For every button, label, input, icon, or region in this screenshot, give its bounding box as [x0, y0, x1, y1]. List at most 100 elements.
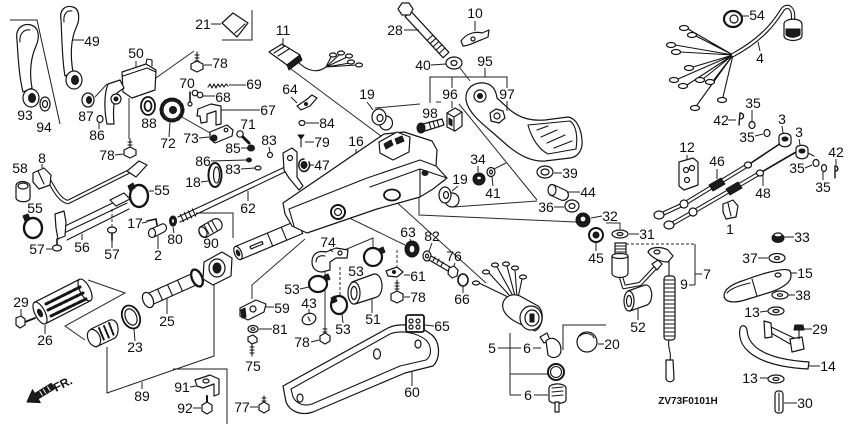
part-61-clip [385, 266, 404, 278]
callout-19: 19 [452, 171, 468, 187]
callout-76: 76 [446, 248, 462, 264]
guide-line-handle-to-63 [340, 213, 406, 246]
part-71-bolt [236, 130, 251, 145]
part-40-washer [445, 56, 463, 70]
guide-line-50-to-87 [94, 83, 108, 98]
part-16-tiller-handle [282, 131, 448, 234]
part-83-clip [254, 165, 262, 171]
part-34-nut [472, 172, 486, 186]
connector-collar [286, 54, 303, 71]
bolt-head [247, 334, 258, 345]
key-fob-body [548, 383, 567, 404]
handle-body [282, 131, 448, 234]
callout-32: 32 [602, 208, 618, 224]
callout-16: 16 [348, 133, 364, 149]
handle-mount-nut [421, 170, 429, 176]
part-15-lever [723, 269, 792, 303]
block-edges [446, 111, 463, 132]
lanyard-clip [665, 359, 675, 383]
callout-98: 98 [422, 105, 438, 121]
block-slot [448, 117, 453, 127]
leader-line-91 [189, 385, 197, 388]
clamp-tab [323, 273, 331, 282]
callout-46: 46 [709, 153, 725, 169]
clamp-tab [378, 246, 386, 255]
callout-71: 71 [240, 116, 256, 132]
part-5-main-switch [471, 261, 543, 332]
callout-35: 35 [739, 129, 755, 145]
lever-pad-edge [726, 278, 758, 297]
callout-88: 88 [141, 115, 157, 131]
callout-50: 50 [128, 45, 144, 61]
bolt-thread [426, 34, 446, 54]
part-50-friction-bracket [104, 58, 157, 125]
leader-line-3 [798, 138, 801, 146]
part-3-ball-joint [795, 144, 815, 160]
leader-line-78 [310, 339, 320, 343]
grommet-bore [408, 244, 416, 254]
housing-core [212, 262, 222, 274]
bolt-head [236, 130, 244, 138]
callout-53: 53 [284, 281, 300, 297]
part-33-nut [771, 232, 785, 243]
callout-14: 14 [820, 358, 836, 374]
leader-line-32 [590, 215, 603, 219]
part-9-lanyard [663, 260, 676, 383]
callout-86: 86 [195, 153, 211, 169]
callout-81: 81 [272, 321, 288, 337]
callout-84: 84 [319, 115, 335, 131]
part-13-washer [767, 306, 785, 316]
guide-line-bracket-to-36 [458, 103, 538, 201]
key-fob-stem [554, 401, 560, 413]
lanyard-clip-hole [653, 249, 661, 255]
callout-13: 13 [742, 370, 758, 386]
guide-line-11-to-handle [290, 68, 386, 140]
leader-line-53 [341, 313, 344, 324]
part-7-stop-switch [611, 242, 674, 290]
group-separator-line [10, 19, 61, 125]
callout-49: 49 [84, 33, 100, 49]
box-line-91 [173, 368, 228, 424]
leader-line-35 [804, 164, 813, 169]
cap-rim [579, 333, 595, 339]
clamp-band [307, 274, 329, 294]
plug-mark [307, 316, 311, 322]
o-ring-inner [549, 365, 563, 379]
tube-bore [235, 249, 241, 257]
callout-94: 94 [36, 119, 52, 135]
holder-holes [682, 164, 696, 184]
part-87-nut [81, 92, 95, 108]
cable-ferrule [688, 207, 698, 217]
callout-54: 54 [749, 7, 765, 23]
callout-20: 20 [604, 336, 620, 352]
callout-59: 59 [274, 300, 290, 316]
handle-edges [288, 159, 448, 227]
handle-grommet-hole [333, 207, 343, 217]
callout-45: 45 [588, 250, 604, 266]
cable-ferrule [743, 161, 753, 169]
part-94-washer [39, 96, 51, 112]
part-12-cable-holder [678, 157, 699, 191]
callout-85: 85 [225, 140, 241, 156]
callout-1: 1 [726, 221, 734, 237]
callout-70: 70 [179, 75, 195, 91]
guide-line-40-to-bracket [459, 67, 471, 82]
tube-rings [266, 226, 288, 247]
callout-44: 44 [580, 184, 596, 200]
callout-28: 28 [387, 22, 403, 38]
callout-8: 8 [38, 150, 46, 166]
lever-arm-edge [63, 10, 73, 23]
callout-83: 83 [225, 161, 241, 177]
callout-96: 96 [442, 86, 458, 102]
bolt-head [319, 332, 331, 345]
part-51-sleeve [347, 273, 383, 305]
lanyard-coil-turns [663, 279, 676, 337]
bolt-shaft [24, 317, 36, 323]
part-85-nut [247, 144, 255, 152]
clamp-band [362, 246, 384, 268]
callout-78: 78 [294, 334, 310, 350]
leader-line-53 [299, 286, 310, 290]
part-10-clip [460, 29, 490, 47]
leader-line-13 [759, 310, 769, 313]
spring-bore [170, 217, 176, 225]
